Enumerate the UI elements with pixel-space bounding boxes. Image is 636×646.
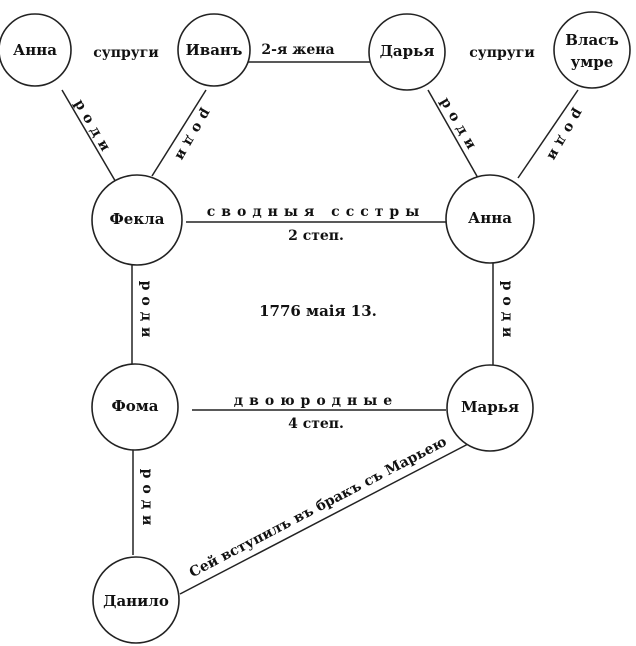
- name-ivan: Иванъ: [186, 41, 243, 59]
- node-anna: [445, 174, 535, 264]
- label-half-sisters-degree: 2 степ.: [288, 228, 344, 244]
- name-anna: Анна: [468, 209, 512, 227]
- label-born-anna-fekla: роди: [71, 97, 116, 159]
- label-cousins: двоюродные: [234, 393, 398, 409]
- line-vlas-anna: [517, 89, 579, 179]
- label-cousins-degree: 4 степ.: [288, 416, 344, 432]
- label-second-wife: 2-я жена: [261, 42, 334, 58]
- line-anna-fekla: [61, 89, 118, 185]
- node-anna-top: [0, 13, 72, 87]
- name-darya: Дарья: [380, 42, 435, 60]
- node-marya: [446, 364, 534, 452]
- label-marriage: Сей вступилъ въ бракъ съ Марьею: [186, 433, 449, 581]
- node-danilo: [92, 556, 180, 644]
- name-anna-top: Анна: [13, 41, 57, 59]
- label-spouses-right: супруги: [469, 45, 534, 61]
- line-danilo-marya: [179, 442, 471, 595]
- line-ivan-fekla: [151, 89, 207, 177]
- label-spouses-left: супруги: [93, 45, 158, 61]
- label-half-sisters: сводныя ссстры: [207, 204, 426, 220]
- label-born-anna-marya: роди: [499, 281, 515, 344]
- name-marya: Марья: [461, 398, 519, 416]
- name-foma: Фома: [112, 397, 159, 415]
- name-fekla: Фекла: [110, 210, 165, 228]
- label-born-fekla-foma: роди: [138, 281, 154, 344]
- name-danilo: Данило: [103, 592, 169, 610]
- label-born-darya-anna: роди: [437, 95, 482, 157]
- node-ivan: [177, 13, 251, 87]
- label-born-vlas-anna: роди: [541, 106, 586, 168]
- label-born-foma-danilo: роди: [139, 469, 155, 532]
- node-foma: [91, 363, 179, 451]
- node-darya: [368, 13, 446, 91]
- line-darya-anna: [427, 89, 479, 179]
- node-fekla: [91, 174, 183, 266]
- node-vlas: [553, 11, 631, 89]
- date-label: 1776 маія 13.: [259, 302, 377, 320]
- name-vlas-2: умре: [571, 53, 614, 71]
- name-vlas-1: Власъ: [565, 31, 619, 49]
